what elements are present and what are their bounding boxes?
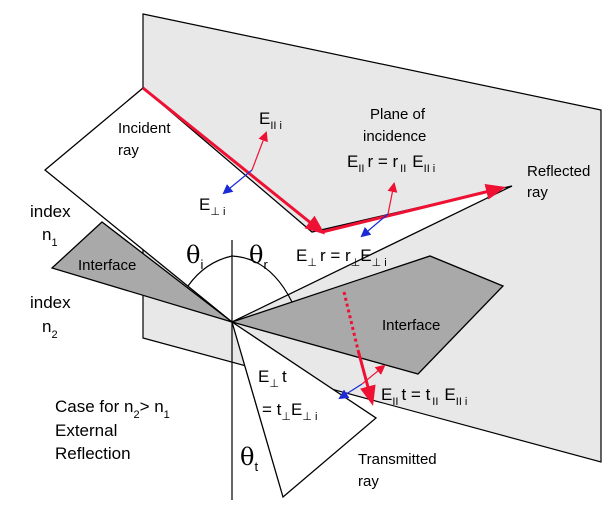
theta-i-arc: [187, 255, 233, 287]
case-line-1: Case for n2> n1: [55, 397, 170, 421]
case-line-3: Reflection: [55, 444, 131, 463]
e-par-t-arrow: [361, 364, 386, 385]
case-line-2: External: [55, 421, 117, 440]
e-perp-r-arrow: [360, 213, 389, 238]
index-2-label: index: [30, 293, 71, 312]
incident-ray-label-2: ray: [118, 142, 139, 159]
interface-left-label: Interface: [78, 257, 136, 274]
incident-ray: [142, 86, 326, 235]
transmitted-ray-hidden: [342, 291, 360, 351]
n2-label: n2: [42, 317, 58, 341]
reflected-ray: [321, 184, 506, 234]
interface-right: [229, 255, 505, 375]
plane-label-1: Plane of: [370, 106, 426, 123]
reflected-ray-label-1: Reflected: [527, 163, 590, 180]
theta-t-label: θt: [240, 443, 258, 474]
interface-left: [50, 221, 233, 323]
transmitted-ray: [356, 349, 376, 406]
transmitted-ray-label-2: ray: [358, 473, 379, 490]
e-par-i-arrow: [251, 131, 268, 171]
theta-r-label: θr: [249, 241, 268, 272]
e-par-r-arrow: [387, 182, 398, 215]
transmission-sheet: [230, 320, 378, 499]
incident-ray-label-1: Incident: [118, 120, 171, 137]
e-perp-i-label: E⊥ i: [199, 195, 225, 218]
e-perp-i-arrow: [222, 169, 253, 195]
e-perp-t-arrow: [338, 383, 363, 400]
plane-label-2: incidence: [363, 128, 426, 145]
transmitted-ray-label-1: Transmitted: [358, 451, 437, 468]
index-1-label: index: [30, 202, 71, 221]
theta-r-arc: [231, 255, 293, 303]
e-perp-r-label: E⊥r = r⊥E⊥ i: [296, 246, 387, 269]
e-perp-t-label: E⊥t: [258, 367, 287, 390]
n1-label: n1: [42, 225, 58, 249]
theta-i-label: θi: [186, 241, 203, 272]
reflected-ray-label-2: ray: [527, 184, 548, 201]
e-par-i-label: EII i: [259, 109, 282, 132]
interface-right-label: Interface: [382, 317, 440, 334]
e-perp-t-label-2: = t⊥E⊥ i: [262, 400, 317, 423]
